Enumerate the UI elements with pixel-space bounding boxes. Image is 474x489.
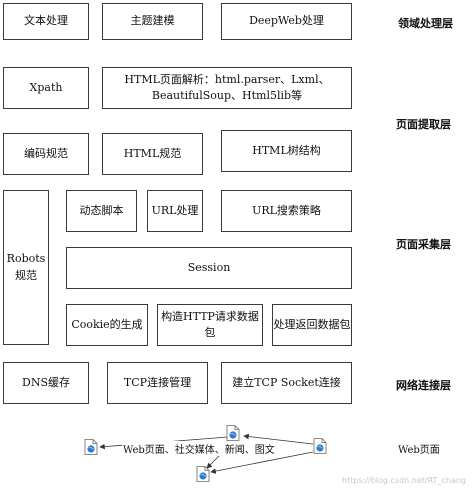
box-url-process: URL处理	[147, 190, 203, 232]
robots-line1: Robots	[6, 252, 46, 265]
box-build-http: 构造HTTP请求数据包	[157, 304, 263, 346]
web-document-icon	[196, 466, 210, 482]
box-html-parse: HTML页面解析：html.parser、Lxml、 BeautifulSoup…	[102, 67, 352, 109]
label-domain-layer: 领域处理层	[398, 17, 453, 30]
box-session: Session	[66, 247, 352, 289]
box-html-spec: HTML规范	[102, 133, 203, 175]
box-tcp-manage: TCP连接管理	[107, 362, 208, 404]
box-tcp-socket: 建立TCP Socket连接	[221, 362, 352, 404]
box-text-processing: 文本处理	[3, 3, 89, 40]
label-web-layer: Web页面	[398, 445, 440, 456]
box-html-tree: HTML树结构	[221, 130, 352, 172]
watermark: https://blog.csdn.net/RT_chang	[342, 476, 466, 485]
label-collect-layer: 页面采集层	[396, 238, 451, 251]
robots-line2: 规范	[14, 268, 37, 282]
arrow-right-to-bottom	[210, 451, 314, 474]
box-robots: Robots 规范	[3, 190, 49, 345]
label-network-layer: 网络连接层	[396, 379, 451, 392]
box-parse-return: 处理返回数据包	[272, 304, 352, 346]
html-parse-line2: BeautifulSoup、Html5lib等	[151, 89, 303, 102]
box-dns: DNS缓存	[3, 362, 89, 404]
arrow-right-to-center	[243, 433, 314, 445]
box-xpath: Xpath	[3, 67, 89, 109]
html-parse-line1: HTML页面解析：html.parser、Lxml、	[124, 72, 330, 86]
web-content-label: Web页面、社交媒体、新闻、图文	[122, 441, 276, 456]
box-url-search: URL搜索策略	[221, 190, 352, 232]
label-extract-layer: 页面提取层	[396, 118, 451, 131]
box-topic-modeling: 主题建模	[102, 3, 203, 40]
box-deepweb: DeepWeb处理	[221, 3, 352, 40]
box-encoding: 编码规范	[3, 133, 89, 175]
box-dynamic-script: 动态脚本	[66, 190, 137, 232]
box-cookie: Cookie的生成	[66, 304, 148, 346]
web-document-icon	[226, 425, 240, 441]
web-document-icon	[84, 439, 98, 455]
web-document-icon	[313, 438, 327, 454]
